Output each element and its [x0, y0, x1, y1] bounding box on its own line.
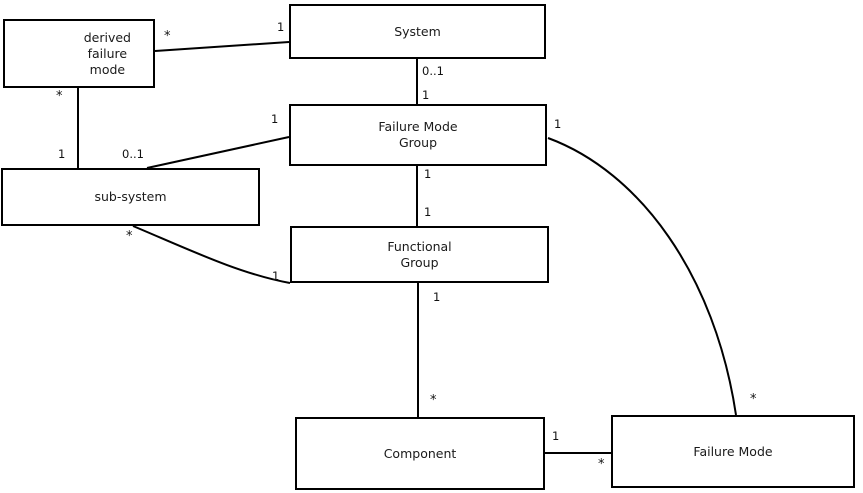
association-line-sub-system-failure-mode-group	[146, 136, 290, 169]
multiplicity-derived-failure-mode-system: *	[164, 29, 171, 44]
multiplicity-sub-system-failure-mode-group: 0..1	[122, 147, 144, 161]
association-line-derived-failure-mode-system	[154, 41, 290, 52]
association-curve-sub-system-functional-group	[132, 225, 291, 284]
multiplicity-failure-mode-group-system: 1	[422, 88, 430, 102]
class-box-sub-system[interactable]: sub-system	[1, 168, 260, 226]
class-label-functional-group: Functional Group	[387, 238, 452, 270]
multiplicity-functional-group-failure-mode-group: 1	[424, 205, 432, 219]
multiplicity-sub-system-derived-failure-mode: 1	[58, 147, 66, 161]
multiplicity-failure-mode-failure-mode-group: *	[750, 392, 757, 407]
class-box-functional-group[interactable]: Functional Group	[290, 226, 549, 283]
multiplicity-derived-failure-mode-sub-system: *	[56, 89, 63, 104]
class-label-failure-mode: Failure Mode	[693, 443, 773, 459]
multiplicity-failure-mode-group-sub-system: 1	[271, 112, 279, 126]
multiplicity-failure-mode-group-functional-group: 1	[424, 167, 432, 181]
multiplicity-functional-group-sub-system: 1	[272, 269, 280, 283]
multiplicity-functional-group-component: 1	[433, 290, 441, 304]
class-label-component: Component	[383, 445, 457, 461]
multiplicity-component-functional-group: *	[430, 393, 437, 408]
class-box-failure-mode-group[interactable]: Failure Mode Group	[289, 104, 547, 166]
class-box-component[interactable]: Component	[295, 417, 545, 490]
class-box-failure-mode[interactable]: Failure Mode	[611, 415, 855, 488]
multiplicity-component-failure-mode: 1	[552, 429, 560, 443]
class-label-failure-mode-group: Failure Mode Group	[378, 119, 458, 150]
class-box-derived-failure-mode[interactable]: derived failure mode	[3, 19, 155, 88]
multiplicity-system-derived-failure-mode: 1	[277, 20, 285, 34]
class-label-derived-failure-mode: derived failure mode	[83, 29, 131, 77]
multiplicity-sub-system-functional-group: *	[126, 229, 133, 244]
multiplicity-failure-mode-component: *	[598, 457, 605, 472]
class-label-system: System	[394, 23, 441, 39]
class-box-system[interactable]: System	[289, 4, 546, 59]
multiplicity-system-failure-mode-group: 0..1	[422, 64, 444, 78]
association-curve-failure-mode-group-failure-mode	[547, 137, 737, 416]
multiplicity-failure-mode-group-failure-mode: 1	[554, 117, 562, 131]
class-label-sub-system: sub-system	[94, 189, 167, 204]
